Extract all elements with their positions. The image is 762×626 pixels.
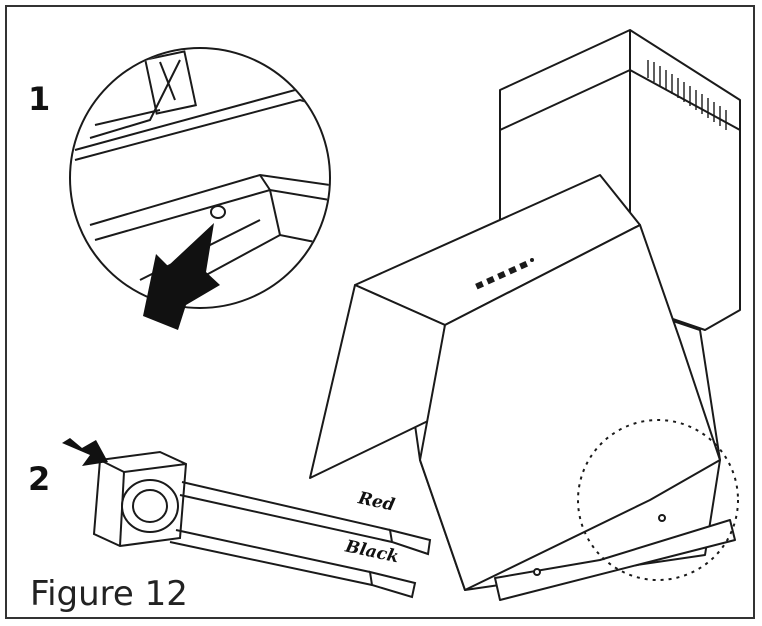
rocker-switch [92, 450, 188, 548]
wire-black [169, 529, 417, 599]
range-hood [309, 29, 741, 601]
push-arrow-icon [143, 223, 220, 330]
wire-red [179, 481, 432, 556]
step-2-label: 2 [28, 460, 51, 498]
detail-magnifier [69, 47, 331, 309]
switch-location-marker [577, 419, 739, 581]
step-1-label: 1 [28, 80, 51, 118]
press-arrow-icon [62, 438, 108, 466]
figure-caption: Figure 12 [30, 574, 188, 614]
screw-hole [210, 205, 226, 219]
